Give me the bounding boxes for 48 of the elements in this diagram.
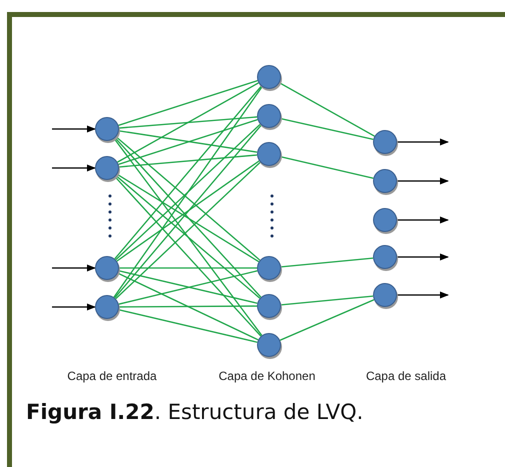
arrow: [397, 177, 449, 185]
arrow: [52, 264, 96, 272]
connection-line: [114, 138, 262, 336]
connection-line: [118, 309, 258, 343]
connection-line: [280, 295, 374, 306]
connection-line: [118, 80, 258, 126]
layer-label: Capa de salida: [366, 369, 446, 383]
arrow: [52, 125, 96, 133]
neuron-circle: [95, 117, 119, 141]
figure-caption: Figura I.22. Estructura de LVQ.: [26, 400, 364, 424]
neuron-circle: [95, 156, 119, 180]
connection-line: [119, 305, 257, 308]
arrow: [397, 216, 449, 224]
neuron-circle: [257, 333, 281, 357]
connection-line: [280, 156, 374, 179]
layer-label: Capa de Kohonen: [218, 369, 316, 383]
neuron-circle: [95, 295, 119, 319]
connection-line: [114, 86, 262, 260]
neuron-circle: [257, 142, 281, 166]
arrow: [52, 164, 96, 172]
connection-line: [280, 257, 374, 268]
neuron-circle: [373, 208, 397, 232]
neuron-circle: [373, 245, 397, 269]
connection-line: [279, 82, 375, 137]
connection-line: [280, 299, 374, 341]
arrow: [397, 253, 449, 261]
arrow: [52, 303, 96, 311]
connection-line: [114, 176, 262, 337]
connection-line: [118, 116, 258, 129]
layer-label: Capa de entrada: [67, 369, 157, 383]
connection-line: [113, 86, 263, 298]
neuron-circle: [373, 283, 397, 307]
neuron-circle: [373, 130, 397, 154]
neuron-circle: [257, 256, 281, 280]
connection-line: [119, 267, 257, 269]
connection-line: [117, 82, 259, 163]
connection-line: [118, 130, 258, 153]
connection-line: [118, 154, 258, 168]
neuron-circle: [257, 104, 281, 128]
neuron-circle: [257, 65, 281, 89]
arrow: [397, 291, 449, 299]
arrow: [397, 138, 449, 146]
neuron-circle: [373, 169, 397, 193]
neuron-circle: [95, 256, 119, 280]
connection-line: [280, 118, 374, 140]
connection-line: [118, 119, 258, 165]
connection-line: [118, 272, 258, 340]
neuron-circle: [257, 294, 281, 318]
